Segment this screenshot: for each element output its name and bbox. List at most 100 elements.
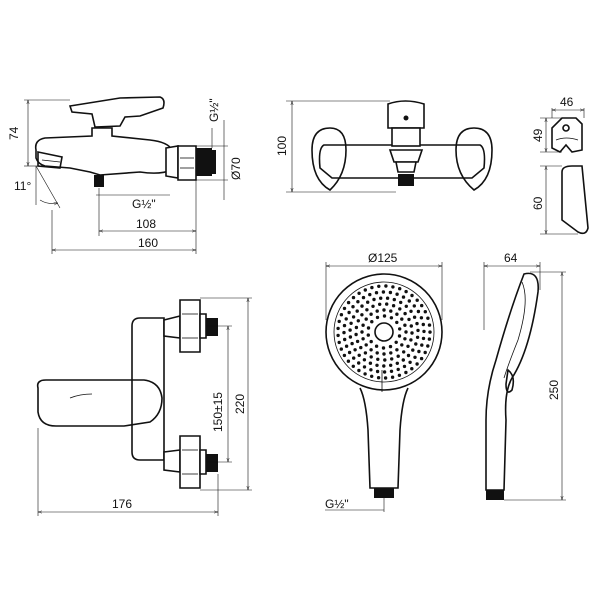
nozzle-dot <box>351 364 355 368</box>
nozzle-dot <box>400 343 404 347</box>
nozzle-dot <box>397 373 402 377</box>
nozzle-dot <box>395 348 399 352</box>
nozzle-dot <box>376 376 381 380</box>
dim-74: 74 <box>7 126 21 140</box>
nozzle-dot <box>390 375 395 379</box>
nozzle-dot <box>399 300 403 305</box>
nozzle-dot <box>347 350 352 355</box>
nozzle-dot <box>426 344 430 348</box>
nozzle-dot <box>354 332 358 337</box>
nozzle-dot <box>394 340 398 344</box>
nozzle-dot <box>402 350 406 354</box>
nozzle-dot <box>375 309 379 313</box>
nozzle-dot <box>369 368 373 372</box>
nozzle-dot <box>366 326 371 330</box>
nozzle-dot <box>375 369 380 374</box>
nozzle-dot <box>370 285 374 290</box>
nozzle-dot <box>389 351 393 355</box>
nozzle-dot <box>423 310 427 314</box>
nozzle-dot <box>388 344 393 349</box>
nozzle-dot <box>417 349 421 354</box>
nozzle-dot <box>412 315 417 319</box>
nozzle-dot <box>375 351 379 355</box>
nozzle-dot <box>350 341 354 346</box>
nozzle-dot <box>381 290 386 294</box>
dim-160: 160 <box>138 236 158 250</box>
nozzle-dot <box>370 374 374 378</box>
nozzle-dot <box>357 368 361 373</box>
nozzle-dot <box>382 364 386 368</box>
dim-46: 46 <box>560 95 574 109</box>
nozzle-dot <box>339 347 343 351</box>
nozzle-dot <box>396 367 400 372</box>
bath-mixer-side-view: 74 11° G½" Ø70 G½" 108 160 <box>7 96 243 254</box>
nozzle-dot <box>366 300 370 304</box>
nozzle-dot <box>414 342 418 346</box>
nozzle-dot <box>377 284 381 288</box>
nozzle-dot <box>349 321 353 325</box>
nozzle-dot <box>363 351 368 355</box>
nozzle-dot <box>398 307 402 311</box>
nozzle-dot <box>402 364 407 369</box>
nozzle-dot <box>351 315 356 319</box>
nozzle-dot <box>395 292 399 296</box>
nozzle-dot <box>364 343 368 347</box>
nozzle-dot <box>412 304 416 308</box>
dim-108: 108 <box>136 217 156 231</box>
nozzle-dot <box>410 331 414 335</box>
nozzle-dot <box>416 309 421 314</box>
nozzle-dot <box>395 320 399 325</box>
nozzle-dot <box>356 319 360 323</box>
nozzle-dot <box>357 361 361 365</box>
dim-250: 250 <box>547 380 561 400</box>
nozzle-dot <box>342 306 347 311</box>
nozzle-dot <box>353 348 357 352</box>
nozzle-dot <box>400 317 404 321</box>
nozzle-dot <box>415 335 420 339</box>
nozzle-dot <box>404 370 408 375</box>
nozzle-dot <box>404 289 408 294</box>
shower-holder: 46 49 60 <box>531 95 589 235</box>
nozzle-dot <box>365 308 369 312</box>
nozzle-dot <box>404 330 408 334</box>
nozzle-dot <box>423 350 427 355</box>
nozzle-dot <box>384 284 388 288</box>
nozzle-dot <box>407 299 411 303</box>
nozzle-dot <box>415 321 419 326</box>
nozzle-dot <box>368 292 372 297</box>
nozzle-dot <box>411 348 415 352</box>
nozzle-dot <box>374 291 379 295</box>
nozzle-dot <box>343 337 347 342</box>
hand-shower-side: 64 250 <box>483 251 566 501</box>
nozzle-dot <box>369 355 373 359</box>
nozzle-dot <box>382 314 387 318</box>
nozzle-dot <box>391 304 396 308</box>
nozzle-dot <box>382 370 387 374</box>
nozzle-dot <box>356 300 360 304</box>
nozzle-dot <box>401 358 405 362</box>
dim-64: 64 <box>504 251 518 265</box>
nozzle-dot <box>357 353 361 357</box>
nozzle-dot <box>404 304 408 308</box>
nozzle-dot <box>368 361 373 365</box>
outlet-thread <box>94 175 104 187</box>
nozzle-dot <box>382 352 386 356</box>
nozzle-dot <box>395 312 399 316</box>
nozzle-dot <box>371 304 375 308</box>
nozzle-dot <box>388 290 393 295</box>
dim-176: 176 <box>112 497 132 511</box>
nozzle-dot <box>362 365 367 369</box>
nozzle-dot <box>342 330 346 335</box>
nozzle-dot <box>348 328 352 332</box>
dim-100: 100 <box>275 136 289 156</box>
nozzle-dot <box>415 298 419 302</box>
nozzle-dot <box>363 372 367 376</box>
nozzle-dot <box>403 311 407 316</box>
nozzle-dot <box>391 285 395 289</box>
dim-49: 49 <box>531 128 545 142</box>
dim-shower-thread: G½" <box>325 497 349 511</box>
nozzle-dot <box>361 337 365 341</box>
nozzle-dot <box>336 326 340 331</box>
